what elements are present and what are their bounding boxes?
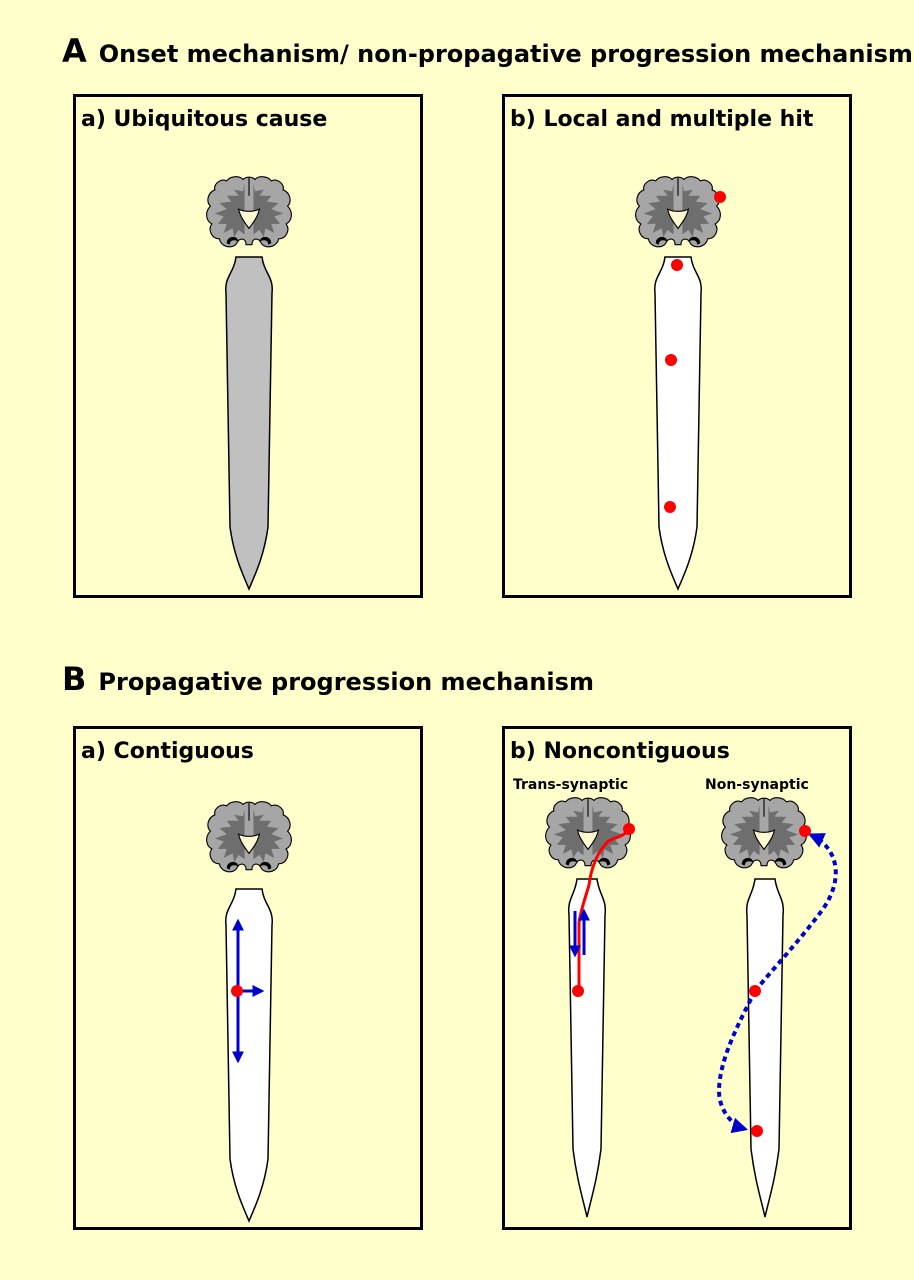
brain-icon (634, 175, 722, 248)
lesion-dot (664, 501, 676, 513)
section-a-letter: A (62, 32, 87, 70)
lesion-dot (572, 985, 584, 997)
trans-synaptic-label: Trans-synaptic (513, 777, 629, 793)
panel-title: b) Local and multiple hit (510, 107, 814, 132)
noncontiguous-diagram (544, 796, 838, 1218)
lesion-dot (714, 191, 726, 203)
brain-icon (205, 800, 293, 873)
non-synaptic-path-upper (753, 833, 838, 993)
panel-ubiquitous-cause: a) Ubiquitous cause (73, 94, 423, 598)
spinal-cord (225, 256, 273, 591)
panel-local-multiple-hit: b) Local and multiple hit (502, 94, 852, 598)
panel-title: a) Ubiquitous cause (81, 107, 328, 132)
brain-spinal-diagram (205, 175, 293, 591)
brain-icon (205, 175, 293, 248)
lesion-dot (751, 1125, 763, 1137)
brain-icon (720, 796, 808, 869)
lesion-dot (799, 825, 811, 837)
non-synaptic-path-lower (716, 990, 757, 1134)
section-a-heading: A Onset mechanism/ non-propagative progre… (62, 32, 913, 70)
non-synaptic-label: Non-synaptic (705, 777, 809, 793)
brain-spinal-diagram (634, 175, 726, 591)
section-b-letter: B (62, 660, 87, 698)
lesion-dot (671, 259, 683, 271)
lesion-dot (749, 985, 761, 997)
spinal-cord (225, 888, 273, 1223)
brain-spinal-diagram (205, 800, 293, 1223)
section-a-title: Onset mechanism/ non-propagative progres… (98, 40, 913, 68)
panel-noncontiguous: b) Noncontiguous Trans-synaptic Non-syna… (502, 726, 852, 1230)
panel-contiguous: a) Contiguous (73, 726, 423, 1230)
lesion-dot (623, 823, 635, 835)
lesion-dot (665, 354, 677, 366)
spinal-cord-non-synaptic (745, 878, 785, 1218)
section-b-title: Propagative progression mechanism (98, 668, 594, 696)
section-b-heading: B Propagative progression mechanism (62, 660, 594, 698)
panel-title: a) Contiguous (81, 739, 254, 764)
panel-title: b) Noncontiguous (510, 739, 730, 764)
lesion-dot (231, 985, 243, 997)
trans-synaptic-path (577, 828, 631, 991)
spinal-cord (654, 256, 702, 591)
brain-icon (544, 796, 632, 869)
